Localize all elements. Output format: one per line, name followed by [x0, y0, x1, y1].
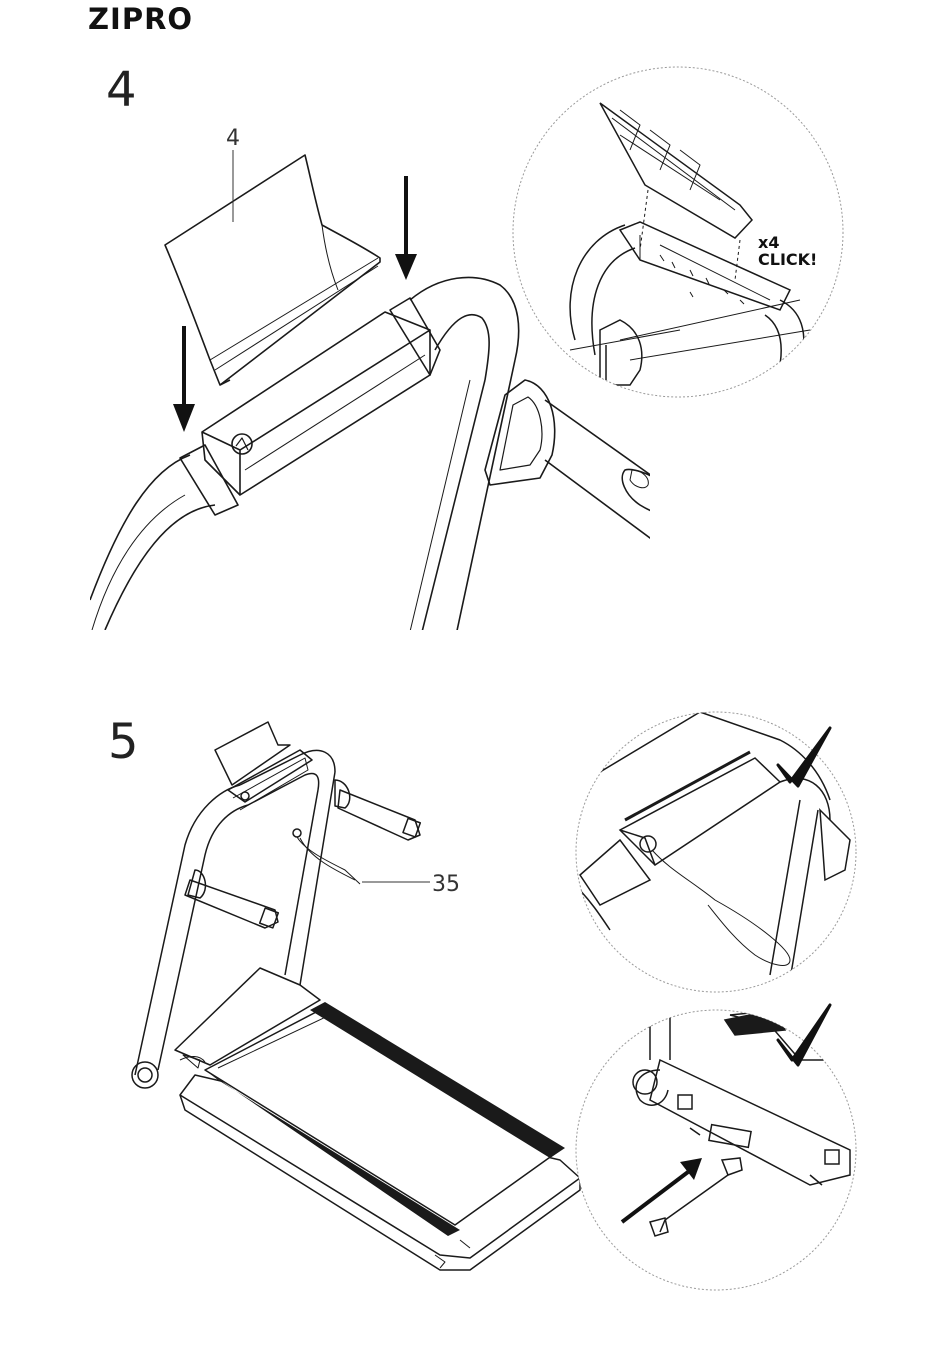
click-text: CLICK! — [758, 250, 817, 269]
step-5-treadmill-drawing — [132, 722, 580, 1270]
step-4-detail-circle: x4 CLICK! — [513, 67, 843, 397]
down-arrow-icon — [173, 326, 195, 432]
safety-key-icon — [293, 829, 301, 837]
step-5-detail-circle-power — [576, 1005, 856, 1290]
part-4-label: 4 — [226, 126, 240, 151]
step-5-detail-circle-safety-key — [575, 712, 856, 992]
part-35-label: 35 — [432, 872, 460, 897]
down-arrow-icon — [395, 176, 417, 280]
